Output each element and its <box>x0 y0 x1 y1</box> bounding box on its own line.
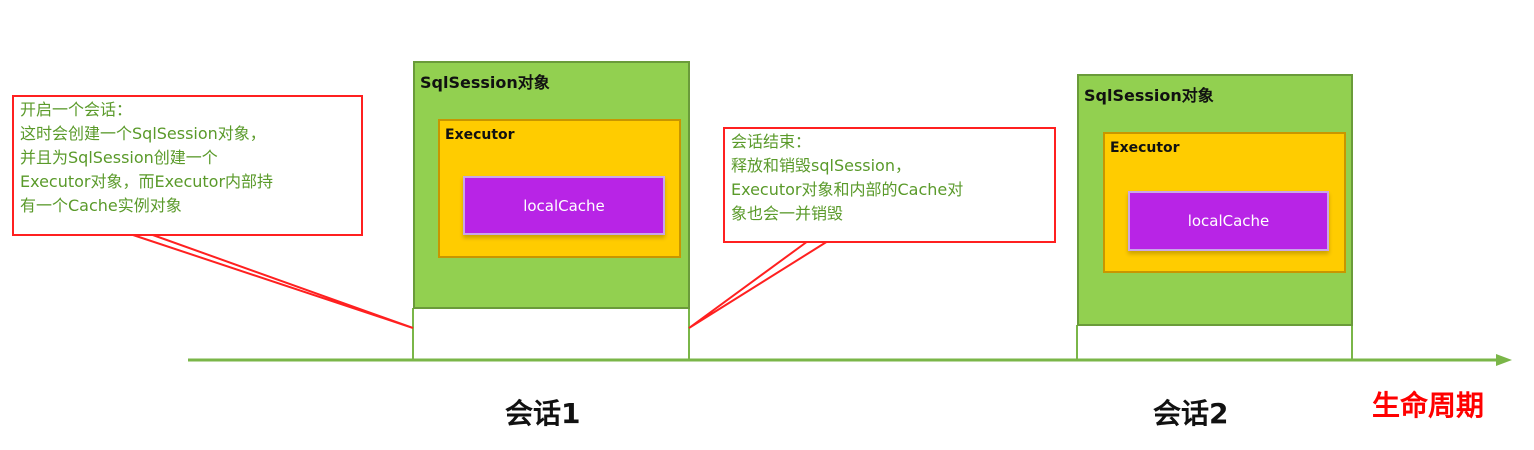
timeline-arrowhead <box>1496 354 1512 366</box>
callout-session-end: 会话结束： 释放和销毁sqlSession， Executor对象和内部的Cac… <box>723 127 1056 243</box>
sqlsession-title: SqlSession对象 <box>420 73 550 92</box>
callout-start-tail <box>129 233 414 329</box>
localcache-box-1: localCache <box>463 176 665 235</box>
callout-session-start: 开启一个会话： 这时会创建一个SqlSession对象， 并且为SqlSessi… <box>12 95 363 236</box>
callout-end-tail <box>688 240 829 329</box>
lifecycle-label: 生命周期 <box>1372 389 1485 422</box>
localcache-box-2: localCache <box>1128 191 1329 251</box>
session2-label: 会话2 <box>1153 397 1229 430</box>
executor-title: Executor <box>445 127 515 143</box>
executor-title: Executor <box>1110 140 1180 156</box>
session1-label: 会话1 <box>505 397 581 430</box>
sqlsession-title: SqlSession对象 <box>1084 86 1214 105</box>
